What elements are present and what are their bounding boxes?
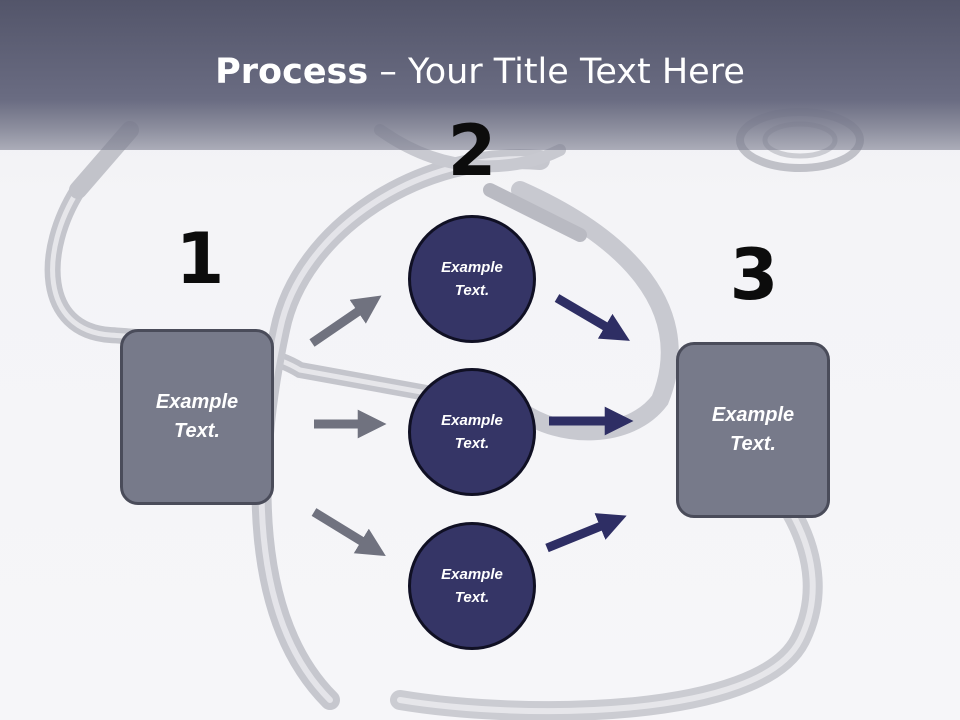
step-1-number: 1 [175, 218, 225, 300]
arrow-1-to-top [309, 295, 382, 347]
step-2-circle-top: Example Text. [408, 215, 536, 343]
step-3-box: Example Text. [676, 342, 830, 518]
step-2-circle-bottom-text: Example Text. [441, 565, 503, 606]
slide-title: Process – Your Title Text Here [0, 52, 960, 92]
step-2-circle-middle-text: Example Text. [441, 411, 503, 452]
step-1-box: Example Text. [120, 329, 274, 505]
title-bar [0, 0, 960, 150]
arrow-bottom-to-3 [545, 513, 627, 553]
title-rest: – Your Title Text Here [368, 52, 745, 92]
arrow-top-to-3 [554, 294, 630, 341]
arrow-1-to-bottom [311, 508, 386, 557]
step-1-text: Example Text. [155, 391, 239, 442]
step-3-number: 3 [729, 234, 779, 316]
step-2-circle-bottom: Example Text. [408, 522, 536, 650]
step-2-circle-top-text: Example Text. [441, 258, 503, 299]
title-bold: Process [215, 52, 369, 92]
step-2-circle-middle: Example Text. [408, 368, 536, 496]
step-2-number: 2 [447, 110, 497, 192]
step-3-text: Example Text. [711, 404, 795, 455]
